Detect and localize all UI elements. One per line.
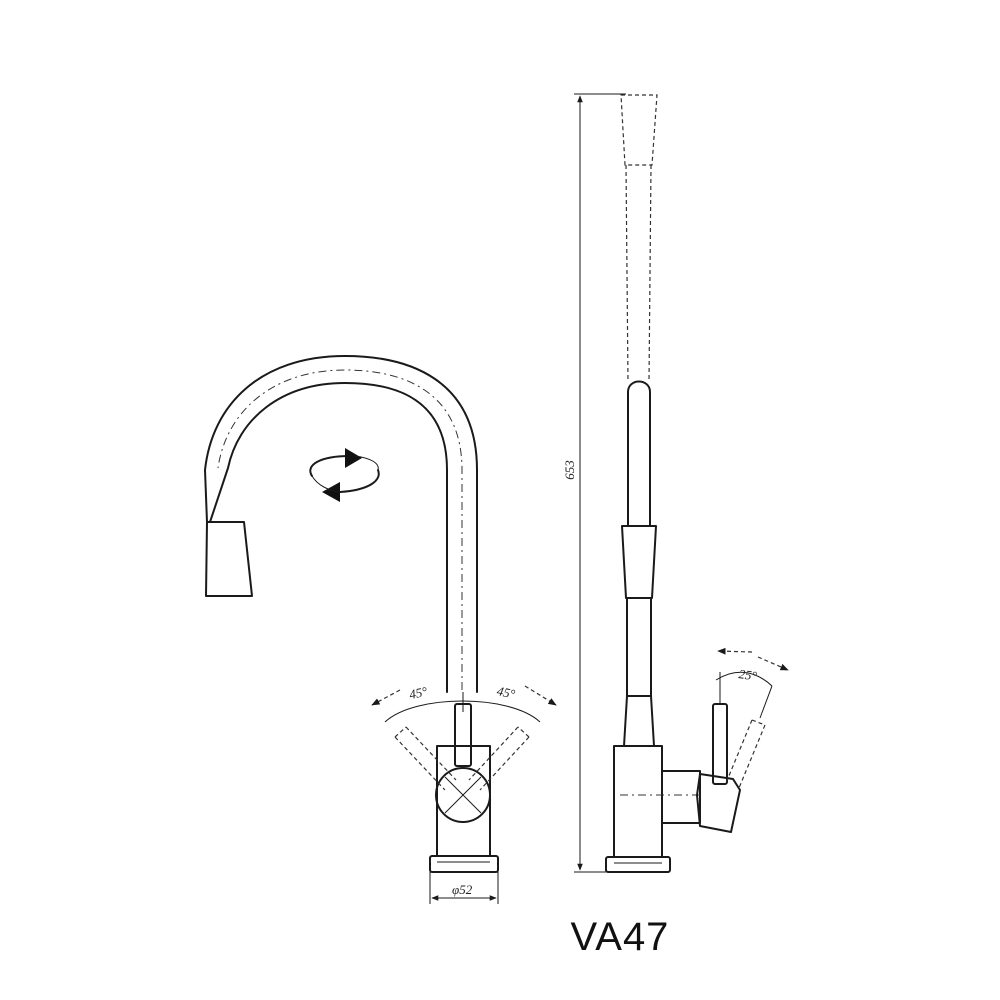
- tilt-angle-label: 25°: [738, 666, 758, 683]
- side-body: [613, 745, 663, 858]
- height-dimension-label: 653: [562, 460, 577, 480]
- side-handle-cap: [696, 773, 741, 833]
- side-view: 25° 653: [562, 93, 789, 873]
- front-view: 45° 45° φ52: [204, 355, 557, 904]
- handle-lever-right-swing: [468, 726, 530, 791]
- tilt-angle-arc: [715, 671, 773, 687]
- model-label: VA47: [570, 915, 670, 959]
- handle-lever-left-swing: [394, 726, 457, 791]
- side-lever-upright: [712, 703, 728, 785]
- base-diameter-label: φ52: [452, 882, 473, 897]
- side-base-plate: [605, 856, 671, 873]
- side-handle-housing: [661, 770, 701, 824]
- swing-right-arrow-icon: [524, 685, 557, 706]
- spout-centerline: [217, 369, 463, 690]
- side-lever-tilted: [725, 719, 766, 789]
- swing-left-arrow-icon: [371, 689, 401, 706]
- front-base-plate: [429, 855, 499, 873]
- handle-hub: [435, 767, 491, 823]
- tilt-forward-arrow-icon: [757, 656, 789, 671]
- spray-head: [205, 521, 253, 597]
- swing-left-angle-label: 45°: [408, 684, 429, 702]
- side-upper-tube: [627, 380, 651, 526]
- spray-head-extended: [620, 94, 658, 166]
- handle-lever-center: [454, 703, 472, 767]
- swing-right-angle-label: 45°: [496, 683, 517, 701]
- tilt-back-arrow-icon: [717, 647, 753, 655]
- front-body: [436, 745, 491, 857]
- side-lower-tube: [626, 597, 652, 697]
- spout-inner-curve: [204, 355, 478, 693]
- side-spray-head: [621, 525, 657, 599]
- rotation-arrows-icon: [309, 448, 380, 502]
- spout-outer-curve: [209, 382, 448, 693]
